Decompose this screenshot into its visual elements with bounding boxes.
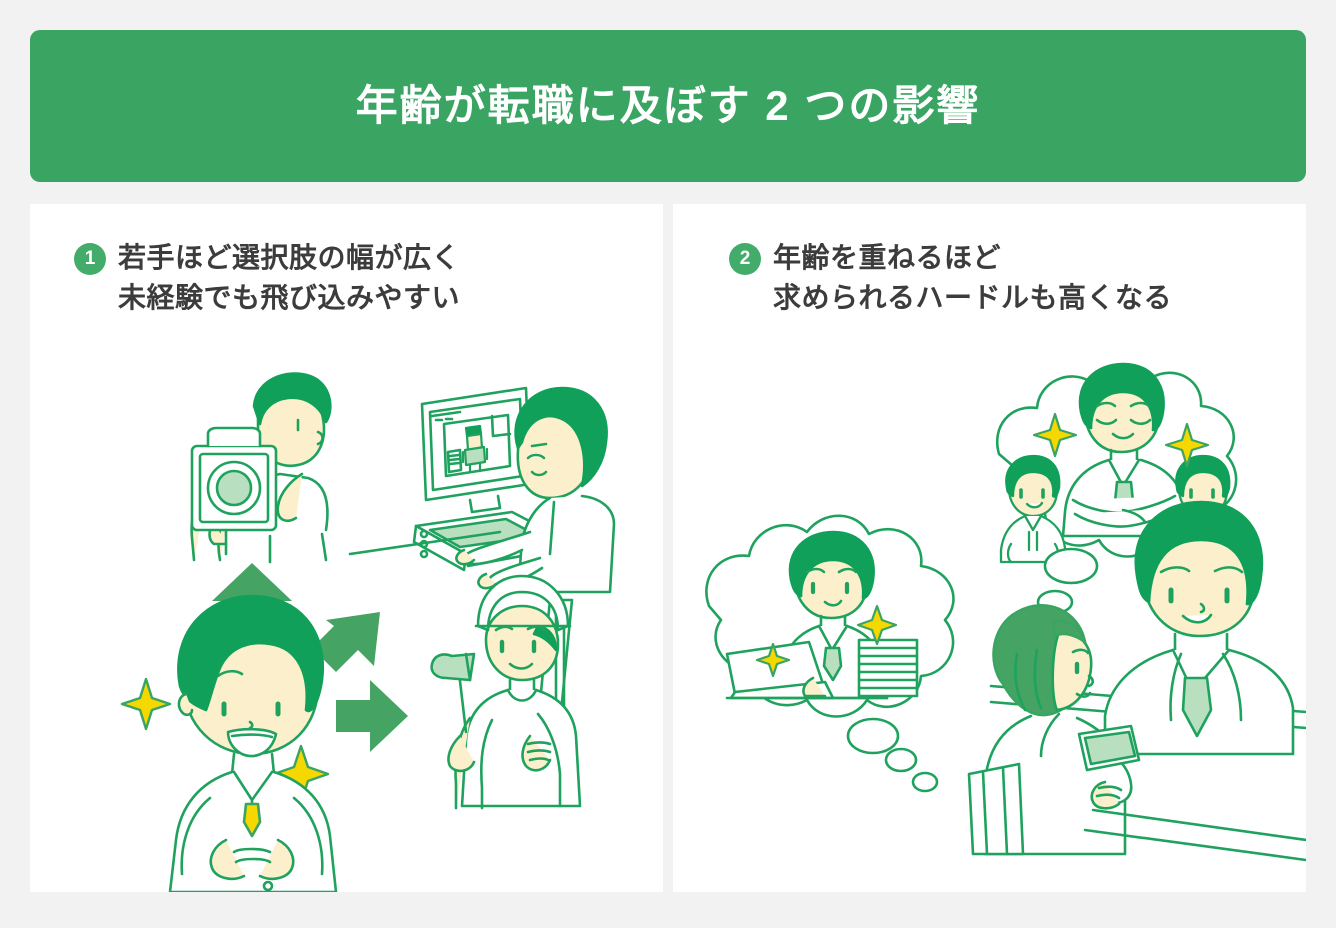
construction-worker-icon: [430, 574, 582, 810]
panel-2-heading: 2 年齢を重ねるほど 求められるハードルも高くなる: [699, 238, 1280, 318]
arrow-right-icon: [336, 680, 408, 752]
arrow-up-right-icon: [312, 612, 380, 672]
panel-2-title-line-1: 年齢を重ねるほど: [773, 242, 1002, 273]
panel-2-number-badge: 2: [729, 243, 761, 275]
panel-older-candidates: 2 年齢を重ねるほど 求められるハードルも高くなる: [673, 204, 1306, 892]
panel-1-illustration: [30, 354, 663, 892]
panel-1-title: 若手ほど選択肢の幅が広く 未経験でも飛び込みやすい: [118, 238, 460, 318]
panel-2-title: 年齢を重ねるほど 求められるハードルも高くなる: [773, 238, 1172, 318]
sparkle-icon: [1164, 422, 1210, 468]
job-interview-desk-scene-icon: [967, 500, 1306, 862]
panel-1-number-badge: 1: [74, 243, 106, 275]
panels-row: 1 若手ほど選択肢の幅が広く 未経験でも飛び込みやすい: [30, 204, 1306, 892]
sparkle-icon: [856, 604, 898, 646]
panel-2-illustration: [673, 354, 1306, 892]
panel-2-title-line-2: 求められるハードルも高くなる: [773, 281, 1173, 313]
panel-1-title-line-1: 若手ほど選択肢の幅が広く: [118, 242, 461, 273]
panel-young-candidates: 1 若手ほど選択肢の幅が広く 未経験でも飛び込みやすい: [30, 204, 663, 892]
page-title: 年齢が転職に及ぼす 2 つの影響: [355, 81, 981, 129]
sparkle-icon: [1032, 412, 1078, 458]
thought-bubble-businessman-at-laptop-icon: [705, 514, 955, 793]
panel-1-heading: 1 若手ほど選択肢の幅が広く 未経験でも飛び込みやすい: [56, 238, 637, 318]
header-banner: 年齢が転職に及ぼす 2 つの影響: [30, 30, 1306, 182]
panel-1-title-line-2: 未経験でも飛び込みやすい: [118, 281, 461, 313]
designer-at-computer-icon: [348, 386, 616, 594]
person-holding-camera-icon: [190, 372, 332, 564]
smiling-young-person-icon: [168, 594, 338, 892]
sparkle-icon: [755, 642, 791, 678]
